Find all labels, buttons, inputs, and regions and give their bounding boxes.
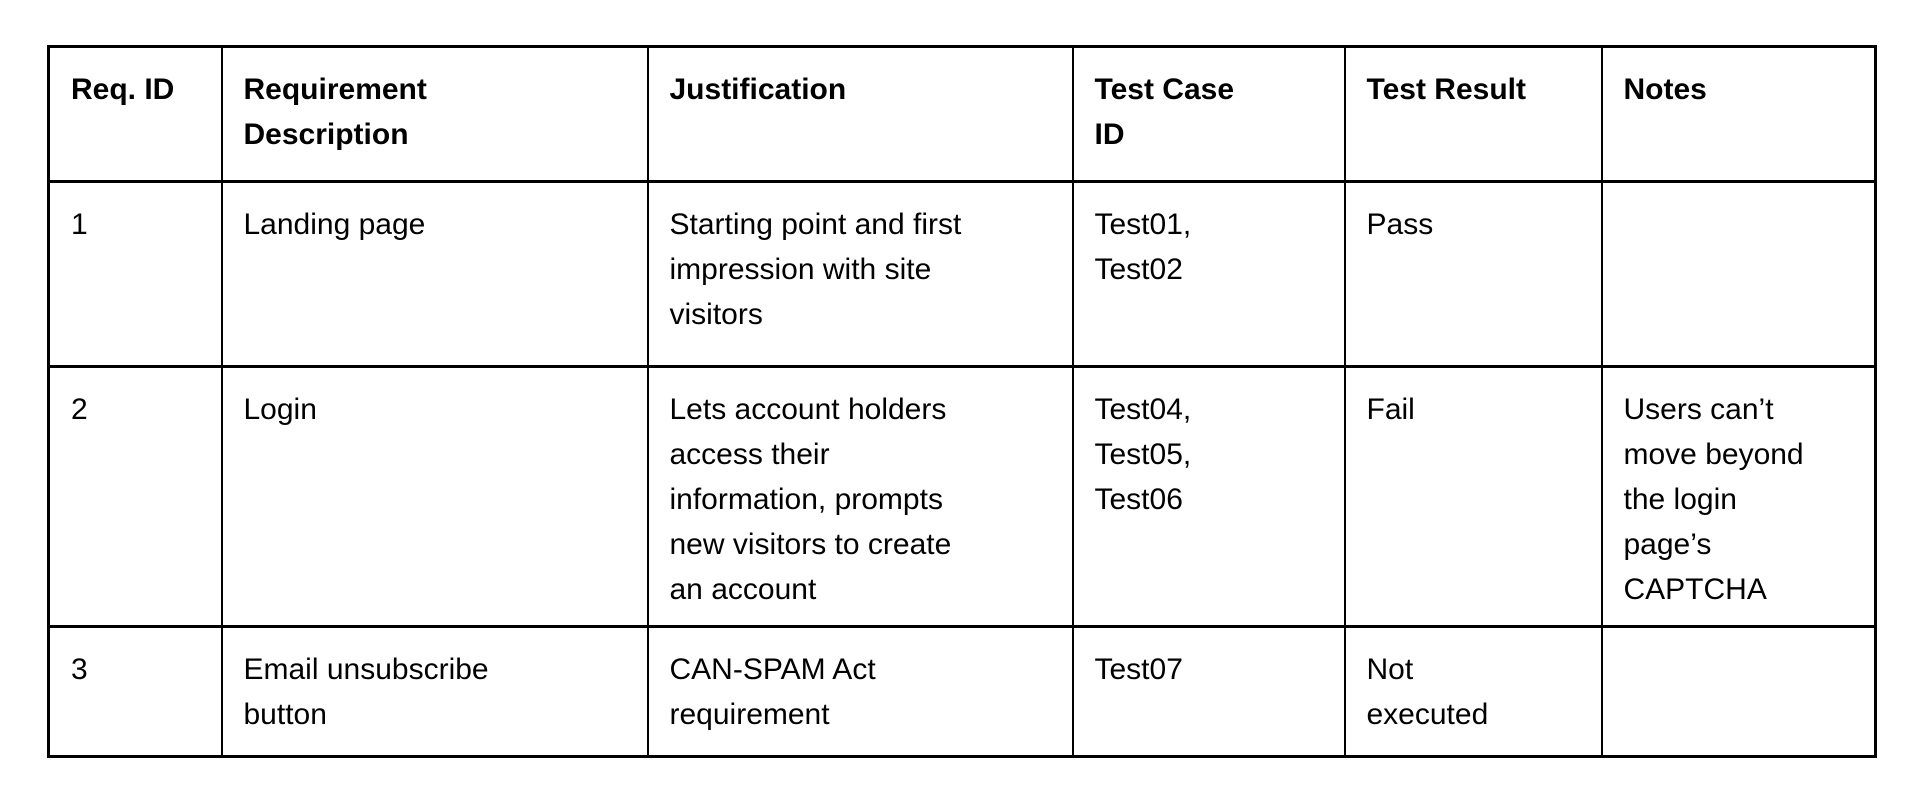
cell-test-case-id: Test04, Test05, Test06 <box>1071 365 1346 628</box>
header-notes: Notes <box>1600 45 1877 183</box>
cell-req-id: 1 <box>47 180 223 368</box>
cell-test-result: Fail <box>1343 365 1603 628</box>
header-test-case-id: Test Case ID <box>1071 45 1346 183</box>
table-row: 2 Login Lets account holders access thei… <box>47 365 1877 628</box>
header-requirement-description: Requirement Description <box>220 45 649 183</box>
cell-requirement-description: Email unsubscribe button <box>220 625 649 758</box>
cell-justification: Lets account holders access their inform… <box>646 365 1074 628</box>
cell-test-case-id: Test01, Test02 <box>1071 180 1346 368</box>
cell-justification: CAN-SPAM Act requirement <box>646 625 1074 758</box>
cell-notes <box>1600 625 1877 758</box>
cell-test-result: Not executed <box>1343 625 1603 758</box>
cell-req-id: 3 <box>47 625 223 758</box>
cell-notes <box>1600 180 1877 368</box>
table-row: 3 Email unsubscribe button CAN-SPAM Act … <box>47 625 1877 758</box>
header-justification: Justification <box>646 45 1074 183</box>
cell-notes: Users can’t move beyond the login page’s… <box>1600 365 1877 628</box>
cell-justification: Starting point and first impression with… <box>646 180 1074 368</box>
cell-test-result: Pass <box>1343 180 1603 368</box>
table-row: 1 Landing page Starting point and first … <box>47 180 1877 368</box>
header-test-result: Test Result <box>1343 45 1603 183</box>
cell-req-id: 2 <box>47 365 223 628</box>
requirements-traceability-table: Req. ID Requirement Description Justific… <box>47 45 1877 758</box>
cell-requirement-description: Login <box>220 365 649 628</box>
table-header-row: Req. ID Requirement Description Justific… <box>47 45 1877 183</box>
header-req-id: Req. ID <box>47 45 223 183</box>
cell-requirement-description: Landing page <box>220 180 649 368</box>
cell-test-case-id: Test07 <box>1071 625 1346 758</box>
